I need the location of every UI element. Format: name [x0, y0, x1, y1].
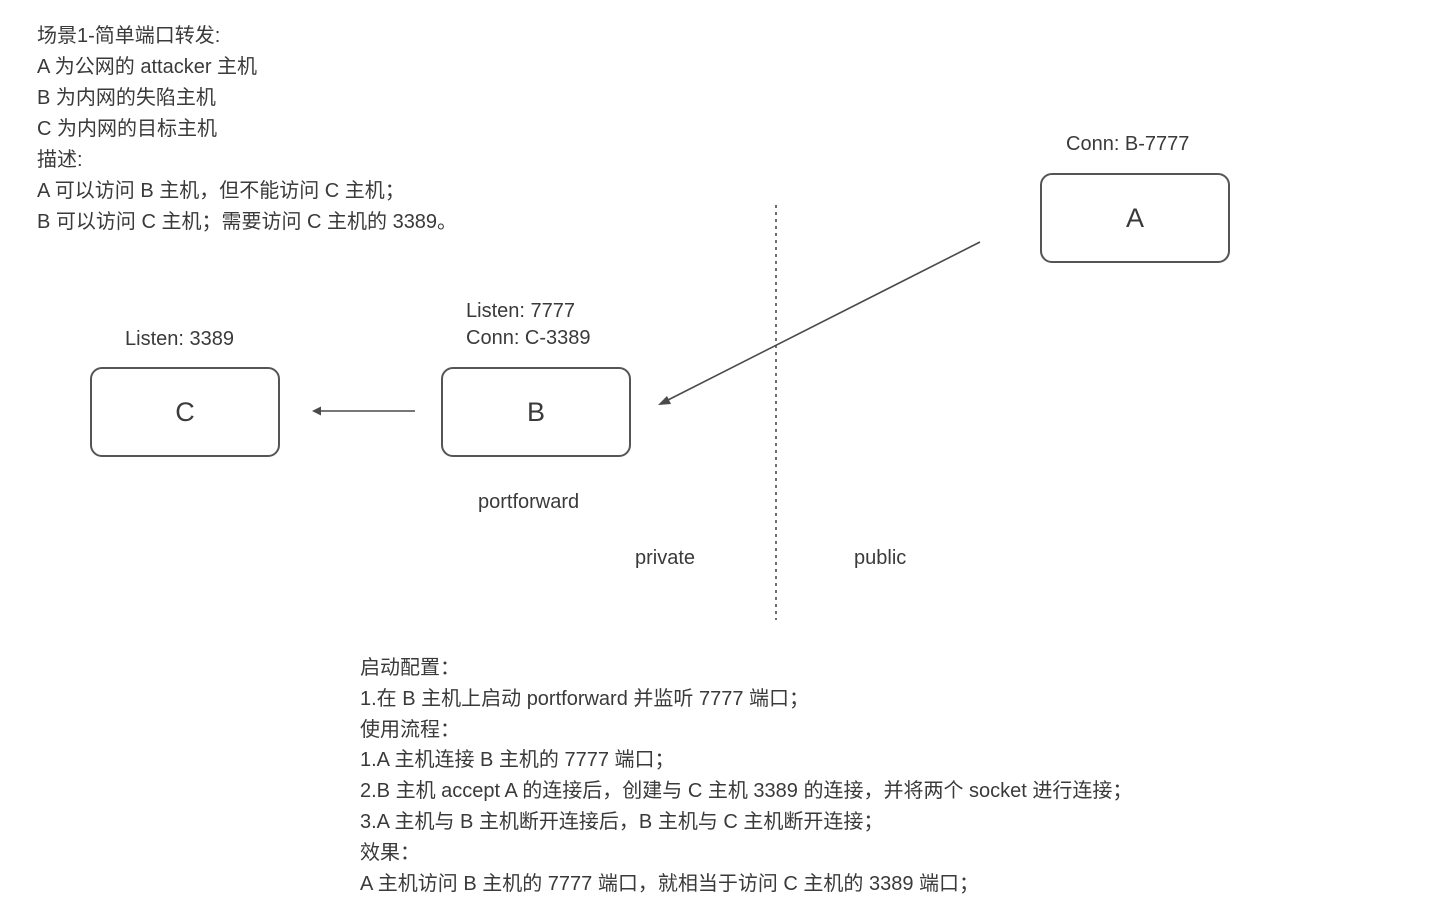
config-description: 启动配置： 1.在 B 主机上启动 portforward 并监听 7777 端…: [360, 653, 1132, 899]
config-step-1: 1.在 B 主机上启动 portforward 并监听 7777 端口；: [360, 687, 810, 710]
arrow-a-to-b: [665, 241, 981, 402]
node-b: B: [441, 367, 631, 457]
scenario-title: 场景1-简单端口转发:: [37, 25, 221, 47]
arrow-a-to-b-head: [658, 396, 671, 405]
node-a-label: Conn: B-7777: [1066, 133, 1190, 155]
effect-heading: 效果：: [360, 841, 420, 864]
node-a-name: A: [1125, 202, 1144, 233]
zone-public-label: public: [854, 547, 907, 569]
config-heading: 启动配置：: [360, 657, 460, 679]
description-line-b: B 为内网的失陷主机: [37, 87, 216, 109]
description-access-b: B 可以访问 C 主机；需要访问 C 主机的 3389。: [37, 211, 458, 233]
node-a: A: [1040, 173, 1230, 263]
scenario-description: 场景1-简单端口转发: A 为公网的 attacker 主机 B 为内网的失陷主…: [37, 21, 457, 238]
description-heading: 描述:: [37, 149, 83, 171]
usage-heading: 使用流程：: [360, 718, 460, 741]
node-c: C: [90, 367, 280, 457]
usage-step-1: 1.A 主机连接 B 主机的 7777 端口；: [360, 749, 675, 772]
usage-step-2: 2.B 主机 accept A 的连接后，创建与 C 主机 3389 的连接，并…: [360, 780, 1133, 803]
description-line-a: A 为公网的 attacker 主机: [37, 56, 258, 78]
zone-private-label: private: [635, 547, 696, 569]
node-c-name: C: [175, 396, 195, 427]
effect-line: A 主机访问 B 主机的 7777 端口，就相当于访问 C 主机的 3389 端…: [360, 872, 980, 895]
arrow-b-to-c-head: [312, 406, 321, 416]
description-line-c: C 为内网的目标主机: [37, 118, 217, 140]
node-c-label: Listen: 3389: [125, 328, 234, 350]
node-b-listen-label: Listen: 7777: [466, 300, 575, 322]
node-b-name: B: [526, 396, 545, 427]
portforward-caption: portforward: [478, 491, 580, 513]
usage-step-3: 3.A 主机与 B 主机断开连接后，B 主机与 C 主机断开连接；: [360, 810, 884, 833]
description-access-a: A 可以访问 B 主机，但不能访问 C 主机；: [37, 180, 405, 202]
node-b-conn-label: Conn: C-3389: [466, 327, 591, 349]
